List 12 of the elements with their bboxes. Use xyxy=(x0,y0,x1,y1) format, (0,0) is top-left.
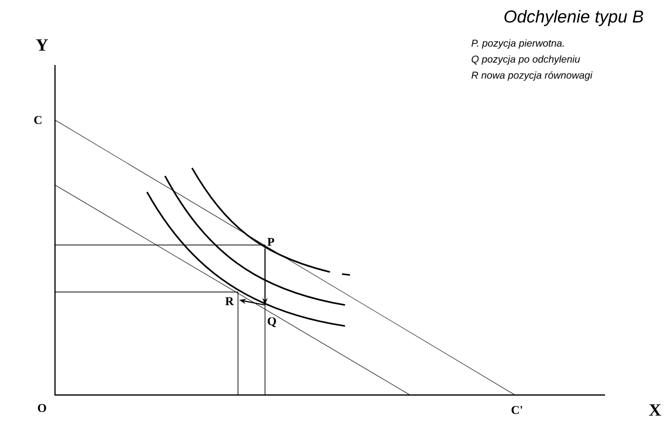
point-label: C' xyxy=(512,406,522,414)
point-label: R xyxy=(225,297,234,306)
axis-label: X xyxy=(649,404,662,416)
legend-text: Q pozycja po odchyleniu xyxy=(472,55,580,65)
point-label: P xyxy=(267,238,274,246)
legend-text: P. pozycja pierwotna. xyxy=(472,39,564,49)
axis-label: Y xyxy=(36,39,48,51)
legend-text: R nowa pozycja równowagi xyxy=(472,71,593,81)
point-label: O xyxy=(38,404,46,412)
point-label: Q xyxy=(268,317,276,328)
point-label: C xyxy=(34,116,42,124)
title: Odchylenie typu B xyxy=(504,10,644,26)
